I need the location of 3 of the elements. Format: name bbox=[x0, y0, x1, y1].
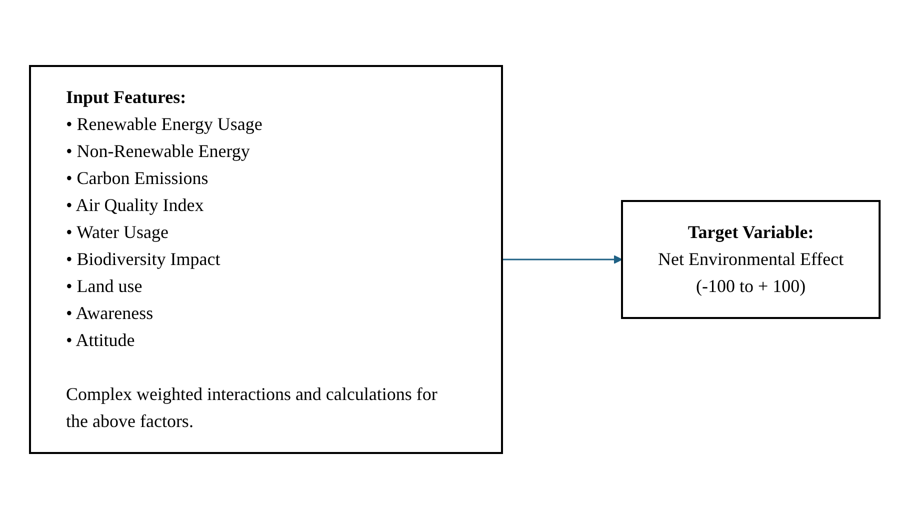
node-box: Input Features: • Renewable Energy Usage • Non-Renewable Energy • Carbon Emissions • Air Quality Index • Water Usage • Biodiversity Impact • Land use • Awareness • Attitude Complex weighted interactions and calculations for the above factors. bbox=[28, 65, 503, 454]
node-box: Target Variable: Net Environmental Effect (-100 to + 100) bbox=[620, 200, 880, 319]
arrow bbox=[502, 255, 622, 264]
